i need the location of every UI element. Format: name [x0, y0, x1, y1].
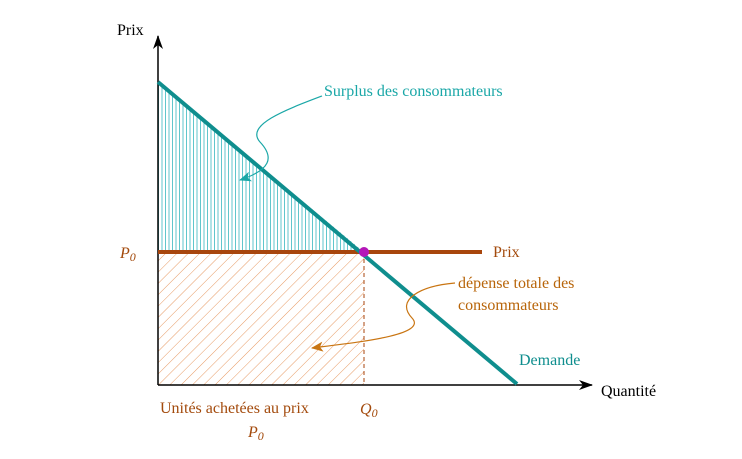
y-axis-label: Prix — [117, 22, 144, 39]
total-spending-label-line2: consommateurs — [458, 297, 558, 314]
quantity-level-label: Q0 — [360, 401, 378, 420]
total-spending-area — [158, 252, 364, 385]
demand-line — [156, 80, 519, 386]
consumer-surplus-label: Surplus des consommateurs — [324, 83, 503, 100]
price-line-label: Prix — [493, 244, 520, 261]
spending-callout-arrow — [311, 282, 456, 352]
total-spending-label-line1: dépense totale des — [458, 275, 574, 292]
units-bought-label-line1: Unités achetées au prix — [160, 400, 309, 417]
equilibrium-point — [359, 247, 369, 257]
price-level-label: P0 — [119, 245, 136, 264]
x-axis-label: Quantité — [601, 383, 656, 400]
units-bought-label-line2: P0 — [247, 424, 264, 443]
demand-line-label: Demande — [519, 352, 580, 369]
surplus-callout-arrow — [239, 95, 323, 182]
